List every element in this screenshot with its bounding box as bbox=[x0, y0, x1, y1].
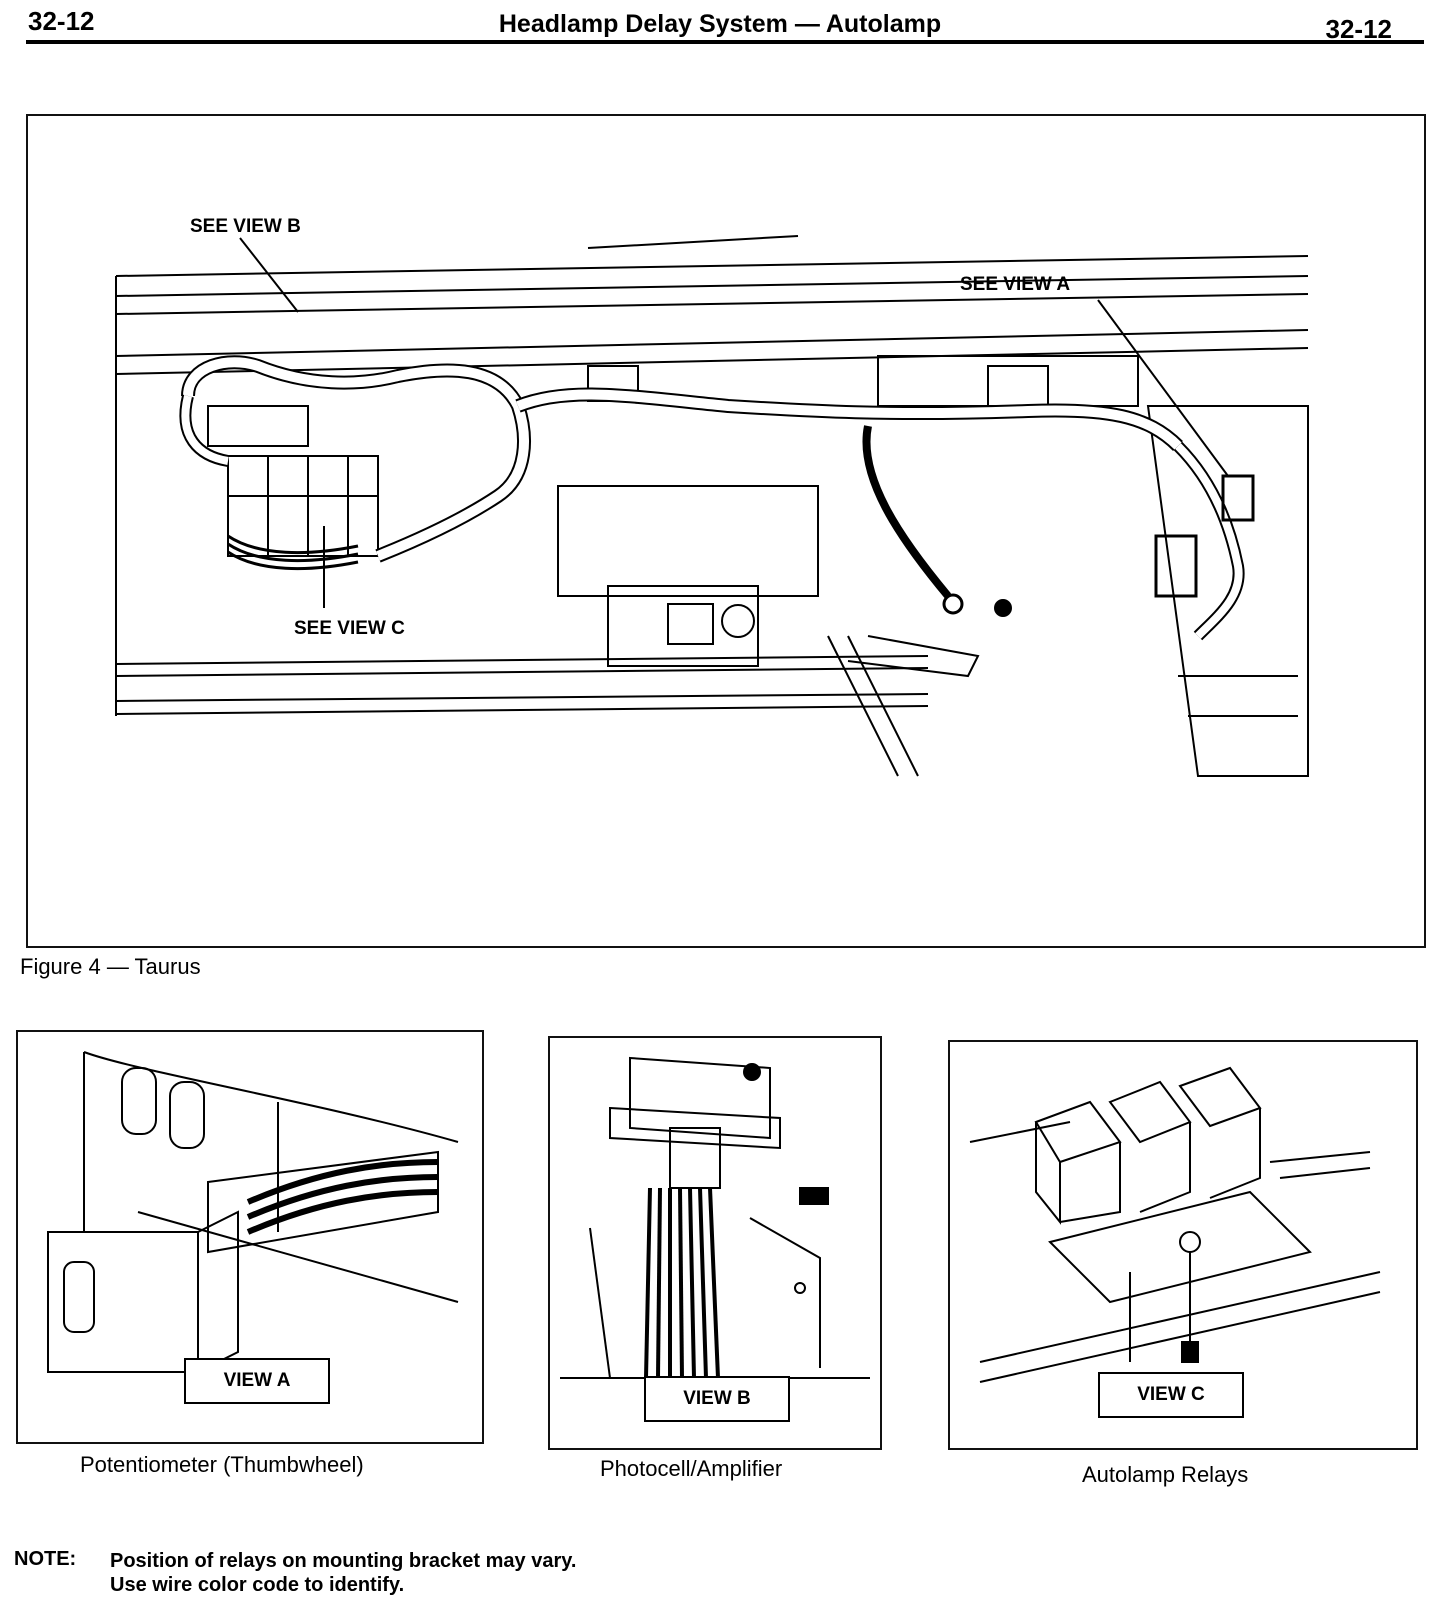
view-c-frame: VIEW C bbox=[948, 1040, 1418, 1450]
callout-see-view-b: SEE VIEW B bbox=[190, 216, 301, 237]
view-a-caption: Potentiometer (Thumbwheel) bbox=[80, 1452, 364, 1477]
page-title: Headlamp Delay System — Autolamp bbox=[498, 10, 942, 38]
view-b-label: VIEW B bbox=[644, 1376, 790, 1422]
note-line-1: Position of relays on mounting bracket m… bbox=[110, 1550, 577, 1572]
callout-see-view-a: SEE VIEW A bbox=[960, 274, 1071, 295]
view-c-label: VIEW C bbox=[1098, 1372, 1244, 1418]
photocell-amplifier-illustration bbox=[560, 1056, 870, 1379]
page-number-right: 32-12 bbox=[1325, 14, 1393, 44]
autolamp-relays-illustration bbox=[969, 1066, 1381, 1383]
note-line-2: Use wire color code to identify. bbox=[110, 1574, 405, 1596]
header-rule bbox=[26, 40, 1424, 44]
page-number-left: 32-12 bbox=[28, 6, 95, 36]
instrument-panel-illustration bbox=[115, 235, 1309, 777]
view-a-label: VIEW A bbox=[184, 1358, 330, 1404]
main-figure-frame: SEE VIEW B SEE VIEW A SEE VIEW C bbox=[26, 114, 1426, 948]
figure-caption: Figure 4 — Taurus bbox=[20, 954, 201, 979]
view-c-caption: Autolamp Relays bbox=[1082, 1462, 1249, 1487]
note-prefix: NOTE: bbox=[14, 1548, 77, 1570]
view-a-frame: VIEW A bbox=[16, 1030, 484, 1444]
view-b-frame: VIEW B bbox=[548, 1036, 882, 1450]
view-b-caption: Photocell/Amplifier bbox=[600, 1456, 783, 1481]
callout-see-view-c: SEE VIEW C bbox=[294, 618, 405, 639]
